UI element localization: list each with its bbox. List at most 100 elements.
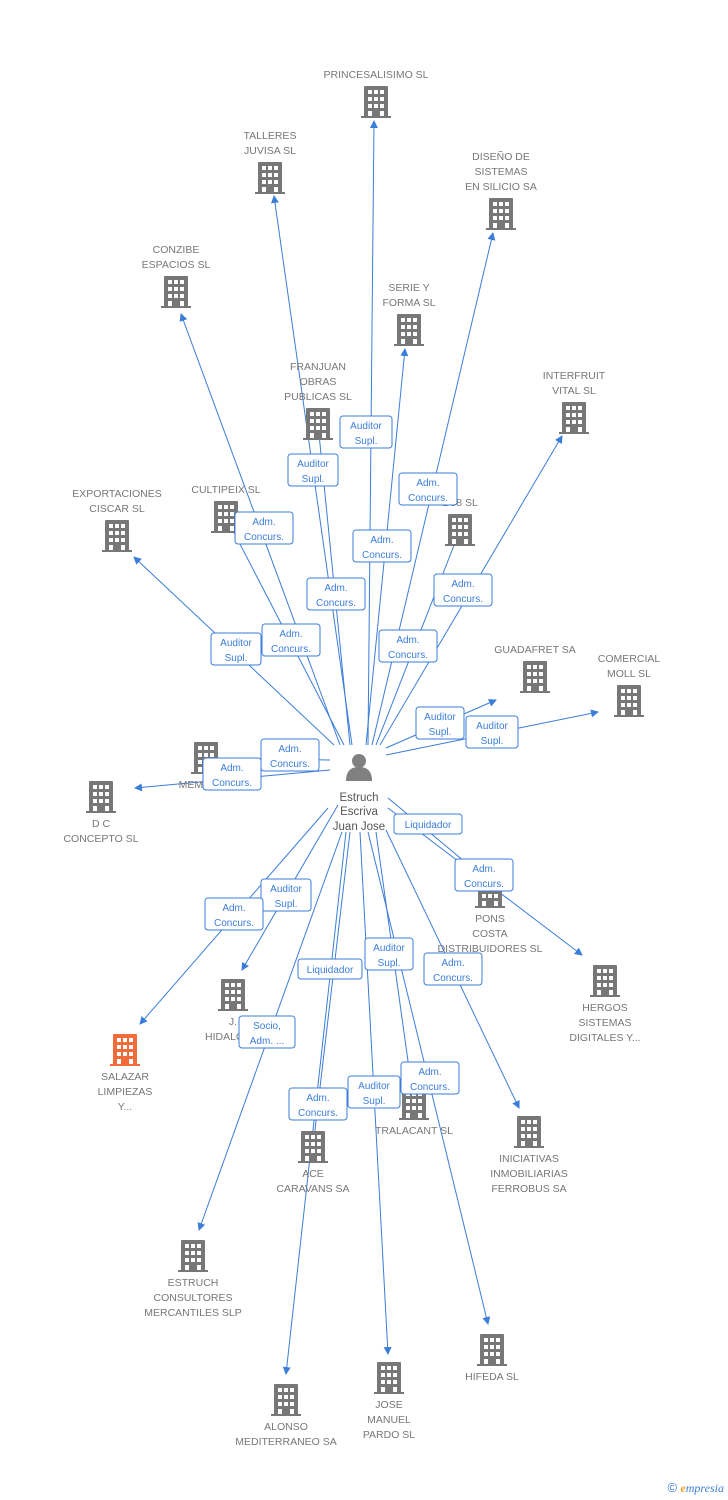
- company-node-princesalisimo[interactable]: PRINCESALISIMO SL: [323, 69, 429, 118]
- company-label-line: MANUEL: [367, 1414, 411, 1426]
- relation-text: Liquidador: [405, 820, 452, 831]
- building-icon: [445, 514, 475, 546]
- relation-label-interfruit[interactable]: Adm.Concurs.: [378, 629, 438, 663]
- relation-label-dc-concepto[interactable]: Adm.Concurs.: [202, 757, 262, 791]
- relation-text: Supl.: [363, 1096, 386, 1107]
- company-label-line: VITAL SL: [552, 385, 596, 397]
- relation-label-l98[interactable]: Adm.Concurs.: [433, 573, 493, 607]
- relation-label-franjuan[interactable]: Adm.Concurs.: [306, 577, 366, 611]
- center-person[interactable]: Estruch Escriva Juan Jose: [333, 754, 385, 833]
- relation-box: [238, 1015, 296, 1049]
- relation-label-hifeda[interactable]: Adm.Concurs.: [400, 1061, 460, 1095]
- company-node-salazar[interactable]: SALAZARLIMPIEZASY...: [98, 1034, 153, 1113]
- company-label-line: TALLERES: [244, 130, 297, 142]
- building-icon: [514, 1116, 544, 1148]
- company-node-hifeda[interactable]: HIFEDA SL: [465, 1334, 519, 1383]
- company-label-line: HERGOS: [582, 1002, 628, 1014]
- company-label-line: CULTIPEIX SL: [191, 484, 260, 496]
- company-label-line: DISEÑO DE: [472, 150, 530, 163]
- relation-label-j-hidalgo-socio[interactable]: Socio,Adm. ...: [238, 1015, 296, 1049]
- relation-box: [465, 715, 519, 749]
- relation-label-salazar[interactable]: Adm.Concurs.: [204, 897, 264, 931]
- relation-label-serie-forma[interactable]: Adm. Concurs.: [352, 529, 412, 563]
- building-icon: [559, 402, 589, 434]
- building-icon: [178, 1240, 208, 1272]
- company-label-line: PONS: [475, 913, 505, 925]
- relation-text: Liquidador: [307, 965, 354, 976]
- relation-label-alonso[interactable]: Adm.Concurs.: [288, 1087, 348, 1121]
- relation-box: [423, 952, 483, 986]
- relation-box: [234, 511, 294, 545]
- relation-text: Adm.: [370, 535, 393, 546]
- building-icon: [86, 781, 116, 813]
- relation-label-conzibe[interactable]: Adm.Concurs.: [261, 623, 321, 657]
- relation-label-iniciativas[interactable]: Adm.Concurs.: [423, 952, 483, 986]
- company-label-line: J.: [229, 1016, 237, 1028]
- relation-text: Auditor: [350, 421, 382, 432]
- relation-box: [306, 577, 366, 611]
- company-node-guadafret[interactable]: GUADAFRET SA: [494, 644, 576, 693]
- relation-text: Concurs.: [212, 778, 252, 789]
- relation-text: Concurs.: [270, 759, 310, 770]
- relation-label-hergos[interactable]: Adm.Concurs.: [454, 858, 514, 892]
- relation-text: Concurs.: [362, 550, 402, 561]
- relation-text: Adm.: [451, 579, 474, 590]
- company-label-line: SISTEMAS: [474, 166, 527, 178]
- company-label-line: ALONSO: [264, 1421, 308, 1433]
- relation-text: Concurs.: [271, 644, 311, 655]
- company-node-diseno-sistemas[interactable]: DISEÑO DE SISTEMAS EN SILICIO SA: [465, 150, 537, 230]
- relation-label-cultipeix[interactable]: Adm.Concurs.: [234, 511, 294, 545]
- company-label-line: HIFEDA SL: [465, 1371, 519, 1383]
- building-icon: [614, 685, 644, 717]
- company-label-line: EN SILICIO SA: [465, 181, 537, 193]
- company-node-cultipeix[interactable]: CULTIPEIX SL: [191, 484, 261, 533]
- relation-label-estruch-consultores[interactable]: Liquidador: [297, 958, 363, 980]
- company-label-line: PUBLICAS SL: [284, 391, 352, 403]
- building-icon: [303, 408, 333, 440]
- company-label-line: ESPACIOS SL: [142, 259, 211, 271]
- relation-box: [288, 1087, 348, 1121]
- company-label-line: TRALACANT SL: [375, 1125, 453, 1137]
- relation-text: Adm.: [278, 744, 301, 755]
- relation-text: Adm.: [441, 958, 464, 969]
- relation-text: Adm.: [418, 1067, 441, 1078]
- company-label-line: CONCEPTO SL: [63, 833, 138, 845]
- relation-label-diseno-sistemas[interactable]: Adm.Concurs.: [398, 472, 458, 506]
- center-name-line-3: Juan Jose: [333, 821, 385, 833]
- relation-box: [364, 937, 414, 971]
- company-node-tralacant[interactable]: TRALACANT SL: [375, 1088, 453, 1137]
- building-icon: [255, 162, 285, 194]
- relation-text: Concurs.: [408, 493, 448, 504]
- relation-box: [352, 529, 412, 563]
- relation-box: [339, 415, 393, 449]
- company-label-line: LIMPIEZAS: [98, 1086, 153, 1098]
- relation-label-pons-costa[interactable]: Liquidador: [393, 813, 463, 835]
- relation-label-membra[interactable]: Adm. Concurs.: [260, 738, 320, 772]
- company-label-line: ESTRUCH: [168, 1277, 219, 1289]
- relation-text: Adm.: [396, 635, 419, 646]
- relation-box: [400, 1061, 460, 1095]
